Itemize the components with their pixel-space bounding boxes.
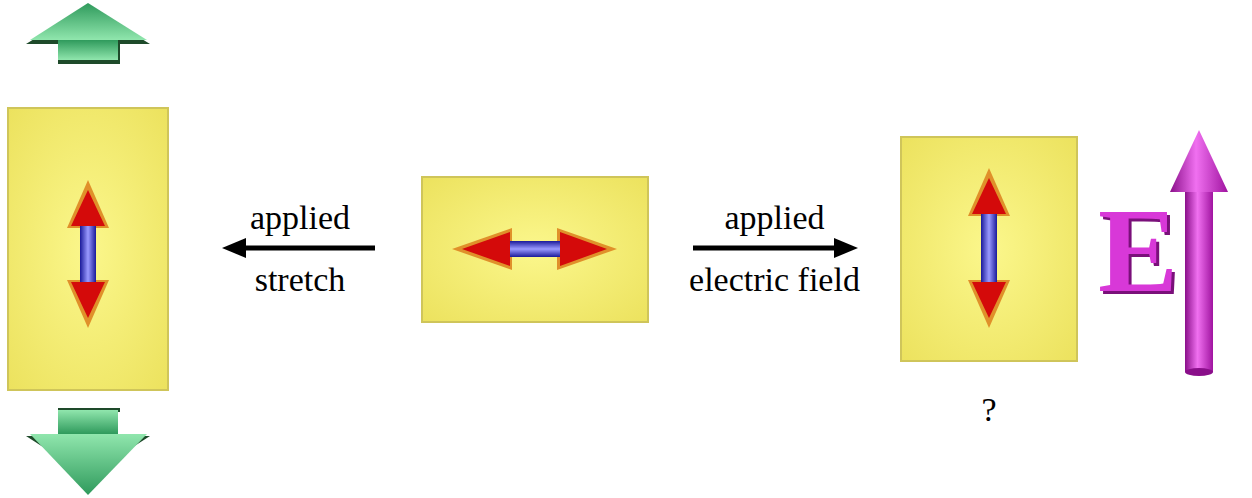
process-arrow — [693, 238, 858, 258]
stretch-arrow-down — [26, 408, 150, 495]
question-mark: ? — [959, 388, 1019, 432]
process-label: applied electric field — [672, 187, 877, 311]
process-label: applied stretch — [220, 187, 380, 311]
field-arrow — [1170, 130, 1228, 376]
director-arrow — [67, 180, 109, 328]
director-arrow — [968, 168, 1010, 328]
original-sample — [422, 177, 648, 322]
process-arrow — [222, 238, 375, 258]
field-symbol: E — [1092, 186, 1184, 316]
field-sample — [901, 137, 1077, 361]
director-arrow — [452, 228, 617, 270]
stretched-sample — [8, 108, 168, 390]
stretch-arrow-up — [26, 3, 150, 64]
